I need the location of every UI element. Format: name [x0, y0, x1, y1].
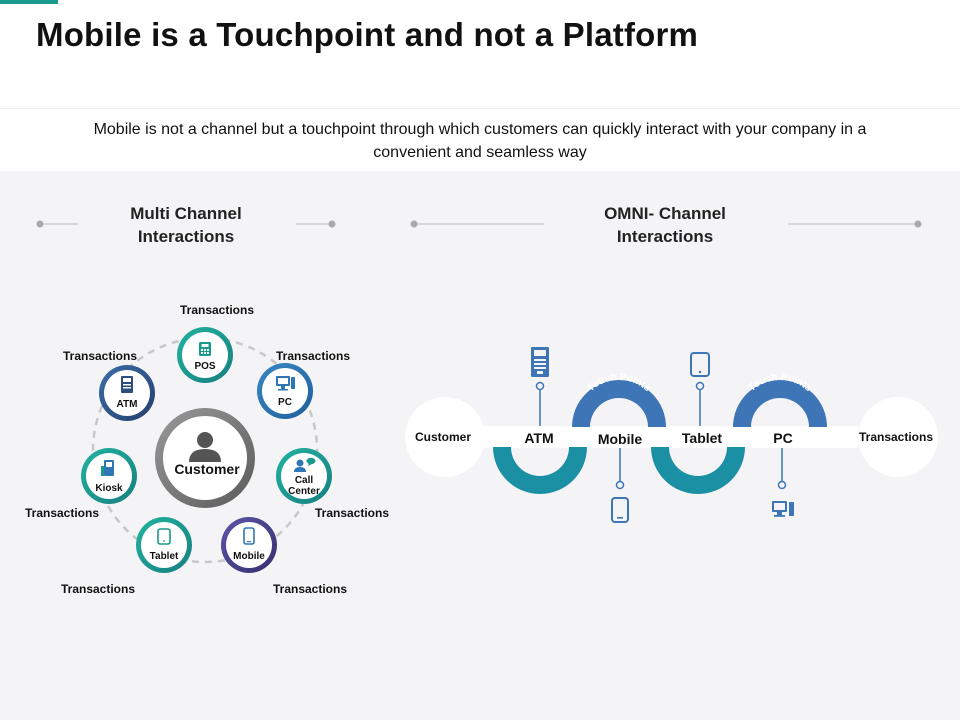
omni-channel-tablet: Tablet — [682, 430, 723, 446]
mobile-icon — [243, 527, 255, 545]
kiosk-icon — [101, 460, 114, 476]
pc-icon — [276, 376, 295, 391]
node-label: Kiosk — [95, 483, 123, 494]
multi-heading-dots — [36, 220, 336, 228]
pc-icon — [772, 501, 794, 517]
center-customer-label: Customer — [174, 461, 240, 477]
orbit-ring — [91, 336, 319, 564]
center-customer: Customer — [155, 408, 255, 508]
transaction-label: Transactions — [276, 349, 350, 363]
node-label: Mobile — [233, 551, 265, 562]
omni-start-label: Customer — [415, 430, 471, 444]
omni-heading-dots — [410, 220, 922, 228]
node-label: Tablet — [150, 551, 179, 562]
node-mobile[interactable]: Mobile — [221, 517, 277, 573]
subtitle-band — [0, 108, 960, 171]
node-pc[interactable]: PC — [257, 363, 313, 419]
u-arc-atm — [493, 447, 587, 494]
transaction-label: Transactions — [61, 582, 135, 596]
touch-arc-1 — [572, 380, 666, 427]
top-accent-bar — [0, 0, 58, 4]
tablet-icon — [157, 528, 171, 545]
atm-icon — [531, 347, 549, 377]
omni-start-customer: Customer — [405, 397, 485, 477]
node-atm[interactable]: ATM — [99, 365, 155, 421]
atm-icon — [121, 376, 133, 393]
person-icon — [189, 432, 221, 462]
omni-end-transactions: Transactions — [858, 397, 938, 477]
tablet-icon — [690, 352, 710, 377]
omni-connectors — [535, 381, 787, 490]
omni-channel-heading: OMNI- Channel Interactions — [604, 204, 726, 246]
omni-band — [480, 426, 858, 448]
pos-terminal-icon — [199, 342, 211, 356]
omni-channel-atm: ATM — [524, 430, 553, 446]
call-center-icon — [294, 457, 316, 472]
omni-end-label: Transactions — [859, 430, 933, 444]
node-kiosk[interactable]: Kiosk — [81, 448, 137, 504]
node-label: ATM — [117, 399, 138, 410]
node-pos[interactable]: POS — [177, 327, 233, 383]
transaction-label: Transactions — [315, 506, 389, 520]
title-bar — [0, 0, 960, 108]
node-label: POS — [194, 361, 215, 372]
mobile-icon — [611, 497, 629, 523]
transaction-label: Transactions — [273, 582, 347, 596]
omni-channel-mobile: Mobile — [598, 431, 643, 447]
transaction-label: Transactions — [63, 349, 137, 363]
node-tablet[interactable]: Tablet — [136, 517, 192, 573]
omni-channel-pc: PC — [773, 430, 792, 446]
multi-channel-heading: Multi Channel Interactions — [130, 204, 242, 246]
transaction-label: Transactions — [25, 506, 99, 520]
u-arc-tablet — [651, 447, 745, 494]
page-subtitle: Mobile is not a channel but a touchpoint… — [93, 121, 867, 161]
touch-arc-2 — [733, 380, 827, 427]
transaction-label: Transactions — [180, 303, 254, 317]
page-title: Mobile is a Touchpoint and not a Platfor… — [36, 16, 699, 53]
node-label: PC — [278, 397, 292, 408]
